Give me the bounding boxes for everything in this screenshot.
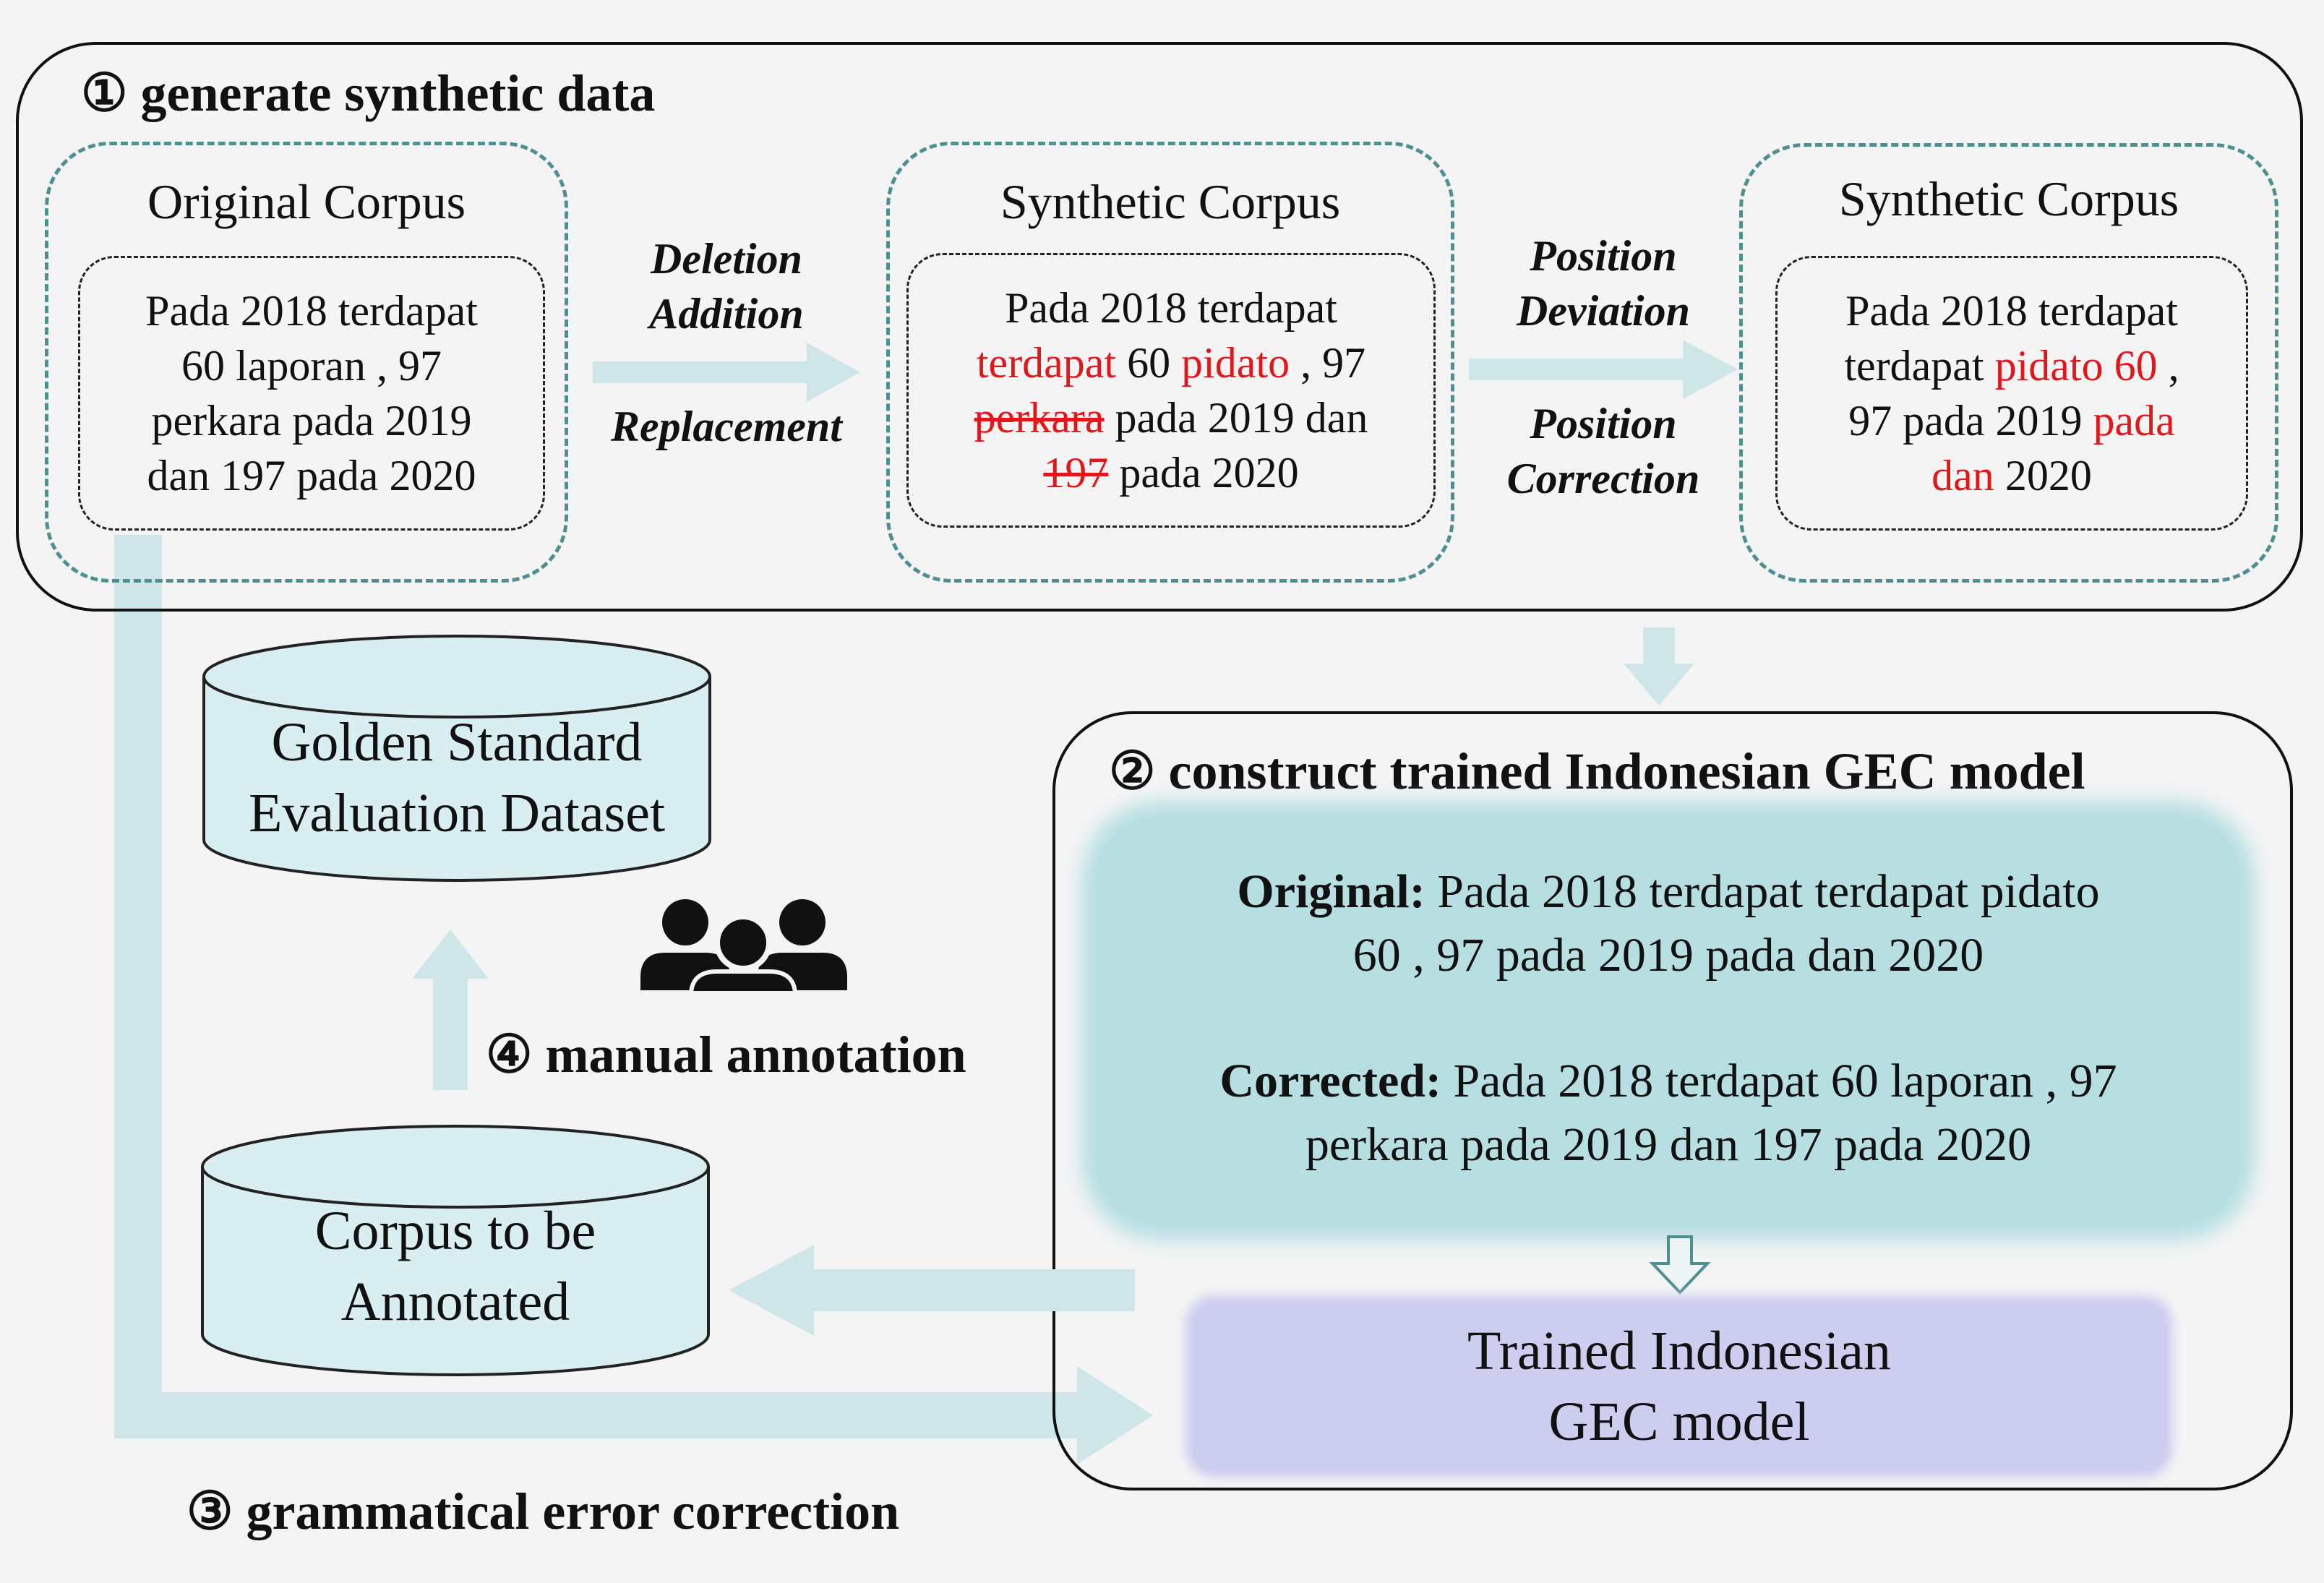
training-pair-panel bbox=[1096, 815, 2241, 1226]
arrow-right-1 bbox=[593, 343, 860, 402]
trained-gec-model-box: Trained Indonesian GEC model bbox=[1193, 1303, 2166, 1470]
section-generate-synthetic-data bbox=[16, 42, 2303, 612]
deleted-word: perkara bbox=[974, 394, 1105, 442]
arrow-right-2 bbox=[1469, 340, 1738, 399]
original-corpus-text: Pada 2018 terdapat 60 laporan , 97 perka… bbox=[78, 256, 545, 531]
golden-standard-db-icon bbox=[202, 635, 711, 882]
op-replacement: Replacement bbox=[611, 403, 842, 450]
training-pair-corrected: Corrected: Pada 2018 terdapat 60 laporan… bbox=[1219, 1055, 2117, 1171]
synthetic-corpus-box-1 bbox=[886, 142, 1454, 583]
synthetic-corpus-title-2: Synthetic Corpus bbox=[1838, 171, 2179, 226]
golden-standard-db-label: Golden Standard Evaluation Dataset bbox=[248, 712, 666, 844]
synthetic-corpus-title-1: Synthetic Corpus bbox=[1000, 174, 1341, 229]
deviated-word-pada: pada bbox=[2093, 397, 2175, 445]
people-group-icon bbox=[640, 899, 847, 992]
training-pair-original: Original: Pada 2018 terdapat terdapat pi… bbox=[1237, 865, 2100, 982]
corpus-to-annotate-db-icon bbox=[201, 1125, 710, 1376]
deleted-number: 197 bbox=[1043, 449, 1109, 497]
original-corpus-title: Original Corpus bbox=[147, 174, 466, 229]
op-position-correction: Position Correction bbox=[1506, 400, 1700, 502]
op-position-deviation: Position Deviation bbox=[1517, 232, 1690, 335]
op-deletion-addition: Deletion Addition bbox=[649, 235, 804, 338]
arrow-down-to-model bbox=[1624, 627, 1694, 705]
flow-bar-horizontal bbox=[114, 1392, 1090, 1438]
synthetic-corpus-box-2 bbox=[1739, 143, 2278, 583]
arrow-up-to-golden bbox=[412, 930, 489, 1090]
step2-title: ② construct trained Indonesian GEC model bbox=[1109, 742, 2085, 800]
original-corpus-box bbox=[45, 142, 568, 583]
deviated-word-dan: dan bbox=[1931, 452, 1994, 499]
deviated-words: pidato 60 bbox=[1994, 342, 2158, 390]
arrow-down-hollow bbox=[1650, 1235, 1710, 1295]
added-word: terdapat bbox=[976, 339, 1117, 387]
arrow-left-to-annotation bbox=[729, 1245, 1135, 1336]
step1-title: ① generate synthetic data bbox=[81, 64, 656, 122]
section-construct-gec-model bbox=[1052, 711, 2293, 1490]
flow-bar-vertical bbox=[114, 535, 162, 1438]
replaced-word: pidato bbox=[1181, 339, 1290, 387]
step3-title: ③ grammatical error correction bbox=[186, 1483, 900, 1540]
step4-title: ④ manual annotation bbox=[486, 1026, 966, 1084]
synthetic-corpus-text-1: Pada 2018 terdapat terdapat 60 pidato , … bbox=[906, 253, 1436, 528]
corpus-to-annotate-db-label: Corpus to be Annotated bbox=[314, 1201, 596, 1332]
synthetic-corpus-text-2: Pada 2018 terdapat terdapat pidato 60 , … bbox=[1775, 256, 2248, 531]
